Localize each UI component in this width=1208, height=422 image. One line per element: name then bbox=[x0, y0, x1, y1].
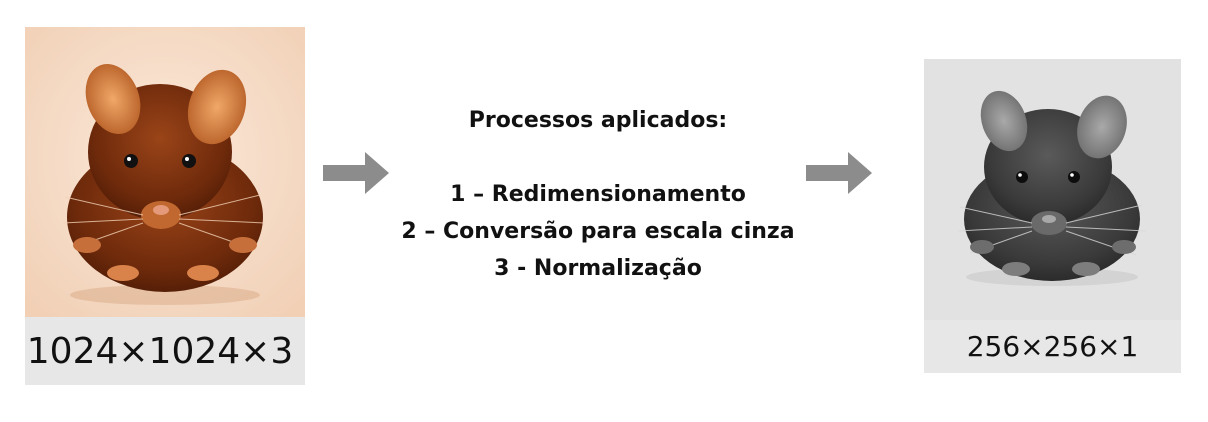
input-dimensions-label: 1024×1024×3 bbox=[25, 317, 305, 385]
process-list: Processos aplicados: 1 – Redimensionamen… bbox=[390, 106, 806, 287]
output-image-panel: 256×256×1 bbox=[924, 59, 1181, 373]
process-steps: 1 – Redimensionamento 2 – Conversão para… bbox=[390, 176, 806, 287]
mouse-color-illustration bbox=[25, 27, 305, 317]
mouse-grayscale-illustration bbox=[924, 59, 1181, 320]
input-image-panel: 1024×1024×3 bbox=[25, 27, 305, 385]
process-step: 2 – Conversão para escala cinza bbox=[401, 219, 795, 244]
process-title: Processos aplicados: bbox=[468, 108, 728, 133]
process-step: 1 – Redimensionamento bbox=[450, 182, 746, 207]
right-arrow-icon bbox=[323, 152, 389, 194]
right-arrow-icon bbox=[806, 152, 872, 194]
input-mouse-image bbox=[25, 27, 305, 317]
process-step: 3 - Normalização bbox=[494, 256, 702, 281]
output-mouse-image bbox=[924, 59, 1181, 320]
output-dimensions-label: 256×256×1 bbox=[924, 320, 1181, 373]
